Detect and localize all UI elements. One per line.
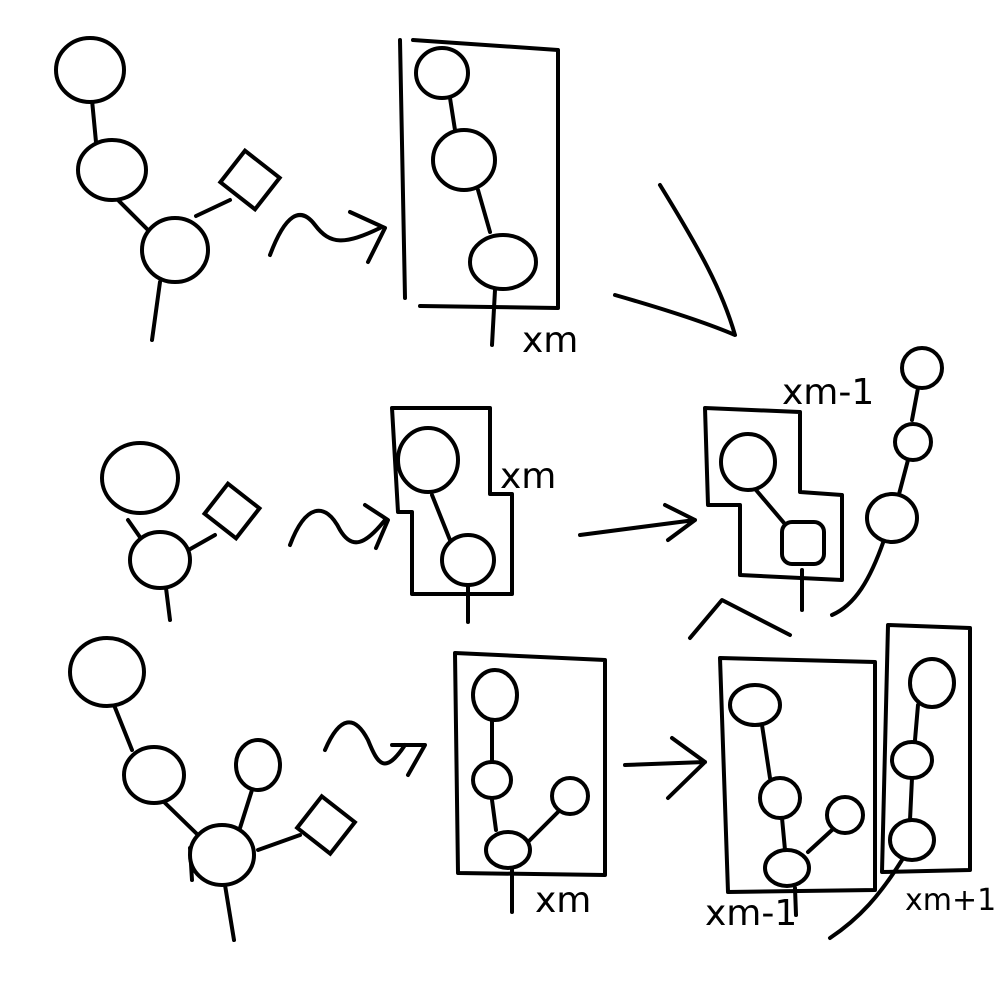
circle-node: [763, 848, 811, 888]
arrow: [578, 503, 697, 542]
row2-result-chain: [830, 346, 944, 617]
circle-node: [68, 636, 146, 708]
bond: [910, 386, 920, 422]
circle-node: [825, 795, 865, 835]
bond: [448, 96, 457, 132]
circle-node: [396, 426, 460, 494]
bond: [828, 858, 904, 940]
squiggle-arrow: [323, 720, 427, 777]
circle-node: [471, 668, 519, 722]
circle-node: [890, 740, 934, 780]
row-1: xm: [54, 36, 737, 361]
row3-result-left: xm-1: [705, 656, 877, 934]
squiggle-arrow: [288, 503, 390, 550]
circle-node: [76, 138, 148, 202]
row3-result-right: xm+1: [828, 623, 996, 940]
bond: [908, 776, 914, 822]
multiplicity-label: xm-1: [705, 893, 797, 934]
bond: [126, 518, 144, 542]
circle-node: [471, 760, 513, 800]
circle-node: [908, 657, 956, 709]
caret-arrow: [688, 598, 792, 640]
circle-node: [900, 346, 944, 390]
attachment-tick: [793, 886, 798, 917]
box-outline: [398, 38, 560, 310]
circle-node: [54, 36, 126, 104]
row2-input-molecule: [100, 441, 263, 622]
bond: [238, 788, 254, 830]
bond: [523, 808, 562, 847]
row2-result: xm-1: [703, 346, 944, 617]
multiplicity-label: xm+1: [905, 883, 996, 918]
circle-node: [440, 533, 496, 587]
bond: [150, 280, 162, 342]
box-outline: [718, 656, 877, 894]
circle-node: [140, 216, 210, 284]
row-3: xm xm-1 xm+1: [68, 623, 996, 942]
bond: [164, 586, 172, 622]
bond: [830, 538, 886, 617]
circle-node: [550, 776, 590, 816]
bond: [490, 288, 497, 347]
bond: [160, 798, 200, 837]
bond: [780, 816, 787, 852]
circle-node: [888, 818, 936, 862]
multiplicity-label: xm-1: [782, 372, 874, 413]
diamond-node: [201, 480, 263, 542]
bond: [476, 188, 492, 234]
arrow: [623, 736, 707, 800]
row1-wrapped-molecule: xm: [398, 38, 578, 361]
circle-node: [122, 745, 186, 805]
row1-input-molecule: [54, 36, 283, 342]
bond: [430, 493, 452, 542]
diamond-node: [294, 793, 358, 857]
box-outline: [880, 623, 972, 874]
square-node: [780, 520, 826, 566]
multiplicity-label: xm: [522, 320, 578, 361]
multiplicity-label: xm: [535, 880, 591, 921]
row2-wrapped-molecule: xm: [390, 406, 556, 624]
bond: [806, 828, 834, 854]
circle-node: [484, 830, 532, 870]
diagonal-arrow: [613, 183, 737, 337]
box-outline: [390, 406, 514, 596]
box-outline: [453, 651, 607, 877]
multiplicity-label: xm: [500, 456, 556, 497]
bond: [194, 198, 232, 218]
bond: [90, 98, 98, 144]
circle-node: [128, 530, 192, 590]
circle-node: [431, 128, 497, 192]
diamond-node: [217, 147, 283, 213]
bond: [183, 533, 217, 554]
bond: [223, 883, 236, 942]
row3-wrapped-molecule: xm: [453, 651, 607, 921]
circle-node: [468, 233, 538, 291]
bond: [896, 458, 910, 500]
row3-input-molecule: [68, 636, 358, 942]
bond: [490, 798, 498, 832]
bond: [256, 833, 302, 852]
circle-node: [234, 738, 282, 792]
bond: [110, 698, 134, 752]
circle-node: [100, 441, 180, 515]
squiggle-arrow: [268, 210, 387, 264]
circle-node: [758, 776, 802, 820]
row-2: xm xm-1: [100, 346, 944, 640]
circle-node: [728, 683, 782, 727]
circle-node: [188, 823, 256, 887]
circle-node: [719, 432, 777, 492]
bond: [760, 723, 772, 780]
circle-node: [414, 46, 470, 100]
bond: [913, 703, 920, 742]
circle-node: [865, 492, 919, 544]
box-outline: [703, 406, 844, 582]
circle-node: [893, 422, 933, 462]
